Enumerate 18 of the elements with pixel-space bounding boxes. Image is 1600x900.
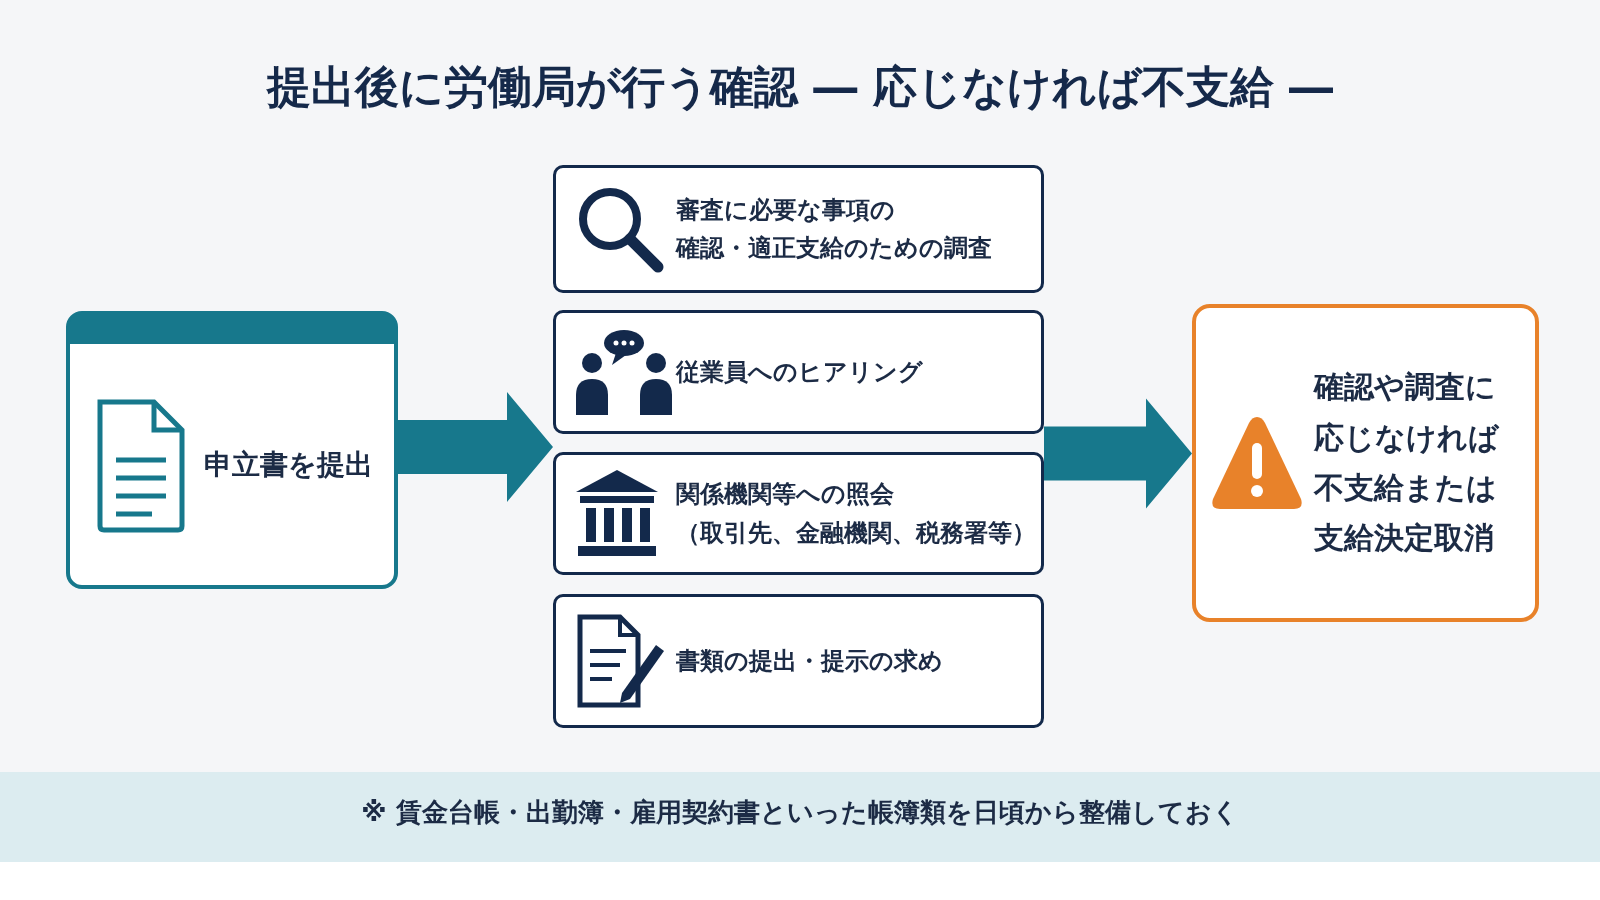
step-text: 審査に必要な事項の bbox=[676, 194, 896, 226]
warning-box bbox=[1192, 304, 1539, 622]
step-box bbox=[553, 165, 1044, 293]
title: 提出後に労働局が行う確認 ― 応じなければ不支給 ― bbox=[265, 60, 1334, 114]
step-subtext: 確認・適正支給のための調査 bbox=[676, 233, 993, 264]
step-text: 関係機関等への照会 bbox=[676, 479, 895, 511]
step-text: 申立書を提出 bbox=[204, 446, 374, 483]
note-text: ※ 賃金台帳・出勤簿・雇用契約書といった帳簿類を日頃から整備しておく bbox=[360, 796, 1240, 829]
document-card bbox=[66, 311, 398, 589]
flow-arrow bbox=[1044, 398, 1192, 509]
flow-arrow bbox=[398, 391, 553, 502]
step-text: 確認や調査に応じなければ不支給または支給決定取消 bbox=[1314, 368, 1500, 558]
step-box bbox=[553, 310, 1044, 434]
step-text: 書類の提出・提示の求め bbox=[676, 645, 944, 677]
step-subtext: （取引先、金融機関、税務署等） bbox=[676, 517, 1036, 549]
step-text: 従業員へのヒアリング bbox=[676, 356, 924, 388]
step-box bbox=[553, 452, 1044, 575]
step-box bbox=[553, 594, 1044, 728]
